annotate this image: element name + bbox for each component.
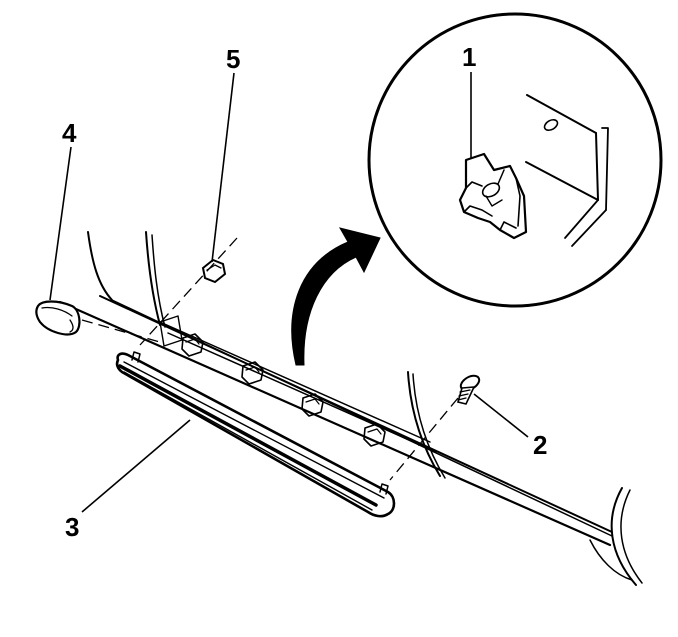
retainer-clips — [159, 315, 386, 447]
retainer-clip — [181, 333, 204, 357]
detail-view — [367, 12, 663, 308]
callout-5-label: 5 — [226, 44, 241, 74]
leader-lines — [49, 72, 529, 513]
detail-clip — [458, 152, 528, 240]
rocker-molding — [115, 351, 396, 518]
callout-3-label: 3 — [65, 512, 80, 542]
end-cap — [35, 300, 81, 336]
leader-2 — [473, 393, 529, 438]
callout-2-label: 2 — [533, 430, 548, 460]
retainer-clip — [363, 423, 386, 447]
retainer-clip — [241, 361, 264, 385]
leader-4 — [49, 146, 72, 301]
screw — [457, 374, 481, 405]
callout-4-label: 4 — [62, 118, 77, 148]
leader-3 — [81, 419, 191, 513]
leader-5 — [211, 72, 235, 263]
detail-arrow — [291, 227, 381, 366]
callout-1-label: 1 — [462, 42, 477, 72]
retainer-clip — [301, 393, 324, 417]
